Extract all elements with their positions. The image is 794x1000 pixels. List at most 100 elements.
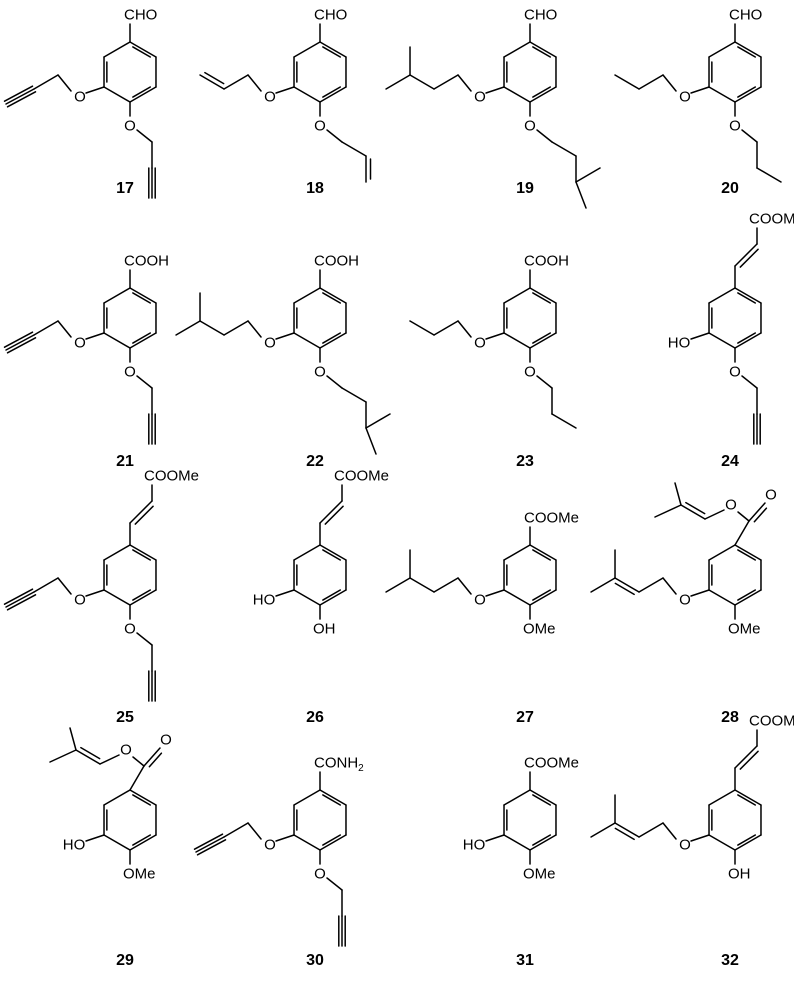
ring-double-bond [532,86,552,98]
compound-number: 18 [306,180,324,197]
ring-bond [319,86,347,103]
bond [326,129,343,143]
ether-oxygen: O [264,89,276,106]
ether-oxygen: O [679,592,691,609]
bond [326,375,343,389]
bond [536,129,553,143]
bond [575,167,601,183]
ring-bond [293,589,321,606]
ring-bond [708,332,736,349]
ring-double-bond [737,86,757,98]
ring-bond [129,834,157,851]
bond [385,577,411,593]
compound-number: 20 [721,180,739,197]
ring-bond [293,41,321,58]
compound-number: 31 [516,952,534,969]
compound-number: 23 [516,453,534,470]
bond [590,577,616,593]
bond [638,577,664,593]
bond [341,387,367,403]
bond [680,504,706,520]
bond [223,822,249,838]
ether-oxygen: O [74,335,86,352]
ether-oxygen: O [74,592,86,609]
bond [275,834,295,842]
bond [247,74,262,92]
ring-double-bond [532,589,552,601]
bond [247,320,262,338]
ring-bond [129,86,157,103]
bond [385,74,411,90]
bond [748,502,766,522]
ring-double-bond [532,834,552,846]
ring-double-bond [132,834,152,846]
ring-bond [103,544,131,561]
ring-bond [503,86,531,103]
ring-bond [529,789,557,806]
ether-oxygen: O [729,118,741,135]
ether-oxygen: O [74,89,86,106]
double-bond [685,501,706,515]
ring-bond [734,287,762,304]
compound-32: COOMeOOH32 [590,713,794,969]
ring-bond [734,86,762,103]
bond [536,375,553,389]
aldehyde-label: CHO [124,7,157,24]
bond [457,320,472,338]
bond [199,320,225,336]
bond [638,822,664,838]
ring-double-bond [132,292,152,304]
coome-label: COOMe [524,755,579,772]
double-bond [739,750,759,770]
ring-bond [503,41,531,58]
ring-bond [293,834,321,851]
ring-bond [708,41,736,58]
triple-bond [6,91,37,108]
ester-oxygen: O [120,742,132,759]
ring-bond [319,834,347,851]
coome-label: COOMe [334,468,389,485]
ring-bond [319,589,347,606]
ring-bond [529,544,557,561]
bond [136,129,153,143]
ring-double-bond [532,46,552,58]
bond [690,332,710,340]
bond [136,375,153,389]
bond [638,74,664,90]
bond [409,74,435,90]
double-bond [134,505,154,525]
ring-bond [129,41,157,58]
triple-bond [5,88,35,105]
ether-oxygen: O [124,118,136,135]
bond [247,822,262,840]
coome-label: COOMe [749,211,794,228]
ring-bond [503,589,531,606]
compound-number: 21 [116,453,134,470]
ring-double-bond [737,589,757,601]
ether-oxygen: O [474,89,486,106]
ring-double-bond [132,332,152,344]
ring-bond [734,41,762,58]
ether-oxygen: O [264,837,276,854]
ether-oxygen: O [524,118,536,135]
bond [75,749,101,765]
ring-double-bond [532,332,552,344]
amide-label: CONH2 [314,755,364,774]
ether-oxygen: O [314,364,326,381]
bond [734,520,750,546]
ring-bond [103,789,131,806]
ether-oxygen: O [679,837,691,854]
triple-bond [195,836,225,853]
bond [756,167,782,183]
ether-oxygen: O [474,592,486,609]
ring-bond [103,86,131,103]
bond [132,756,145,767]
ether-oxygen: O [679,89,691,106]
bond [143,747,161,767]
bond [199,74,225,90]
